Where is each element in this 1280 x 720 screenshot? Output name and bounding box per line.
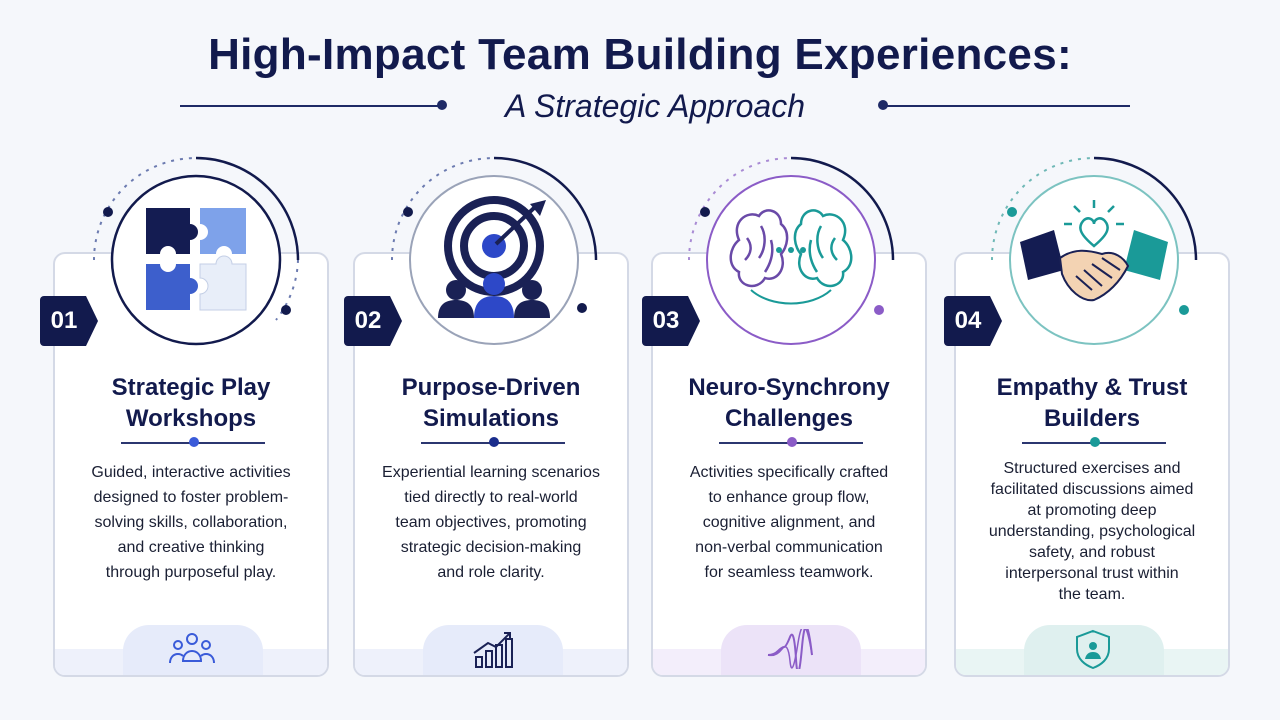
card-title-line: Challenges [724,405,854,432]
badge-number: 01 [50,307,78,334]
badge-number: 02 [354,307,382,334]
handshake-emblem [991,156,1198,345]
desc-line: Guided, interactive activities [91,464,291,481]
handshake-heart-icon [1020,200,1168,302]
badge-number: 03 [652,307,680,334]
number-badge [944,296,1002,346]
number-badge [344,296,402,346]
wave-icon [767,629,813,669]
brains-emblem [688,156,895,345]
number-badge [40,296,98,346]
card-divider-dot [1090,437,1100,447]
desc-line: at promoting deep [1027,502,1157,519]
desc-line: solving skills, collaboration, [94,514,288,531]
desc-line: understanding, psychological [988,523,1196,540]
desc-line: for seamless teamwork. [704,564,874,581]
page-subtitle: A Strategic Approach [504,88,805,124]
desc-line: non-verbal communication [695,539,883,556]
card-empathy-trust: Empathy & Trust Builders Structured exer… [954,252,1230,677]
desc-line: to enhance group flow, [708,489,870,506]
puzzle-icon [146,208,247,311]
desc-line: and creative thinking [117,539,265,556]
brains-icon [729,209,853,305]
desc-line: interpersonal trust within [1005,565,1179,582]
team-icon [169,633,215,664]
card-title-line: Neuro-Synchrony [688,374,890,401]
desc-line: and role clarity. [437,564,545,581]
card-description: Experiential learning scenarios tied dir… [373,460,609,585]
card-title-line: Workshops [125,405,257,432]
subtitle-dot-left [437,100,447,110]
desc-line: the team. [1058,586,1126,603]
desc-line: Activities specifically crafted [689,464,889,481]
puzzle-emblem [93,156,300,346]
shield-person-icon [1076,629,1110,669]
target-team-icon [438,196,550,318]
card-description: Activities specifically crafted to enhan… [671,460,907,585]
card-description: Guided, interactive activities designed … [73,460,309,585]
number-badge [642,296,700,346]
desc-line: cognitive alignment, and [702,514,876,531]
desc-line: team objectives, promoting [395,514,587,531]
card-title-line: Strategic Play [111,374,271,401]
card-title-line: Empathy & Trust [996,374,1188,401]
desc-line: facilitated discussions aimed [990,481,1194,498]
card-divider-dot [489,437,499,447]
page-title: High-Impact Team Building Experiences: [208,30,1072,79]
card-title-line: Purpose-Driven [401,374,581,401]
subtitle-dot-right [878,100,888,110]
desc-line: safety, and robust [1029,544,1155,561]
card-divider-dot [189,437,199,447]
badge-number: 04 [954,307,982,334]
card-title-line: Builders [1043,405,1141,432]
desc-line: designed to foster problem- [93,489,289,506]
growth-chart-icon [473,632,513,668]
card-title-line: Simulations [422,405,560,432]
desc-line: Structured exercises and [1003,460,1181,477]
desc-line: tied directly to real-world [404,489,578,506]
desc-line: strategic decision-making [400,539,582,556]
subtitle-rule-left [180,105,442,107]
target-emblem [391,156,598,345]
card-divider-dot [787,437,797,447]
desc-line: Experiential learning scenarios [382,464,600,481]
desc-line: through purposeful play. [105,564,277,581]
subtitle-row: A Strategic Approach [180,86,1130,126]
card-description: Structured exercises and facilitated dis… [974,458,1210,605]
subtitle-rule-right [885,105,1130,107]
